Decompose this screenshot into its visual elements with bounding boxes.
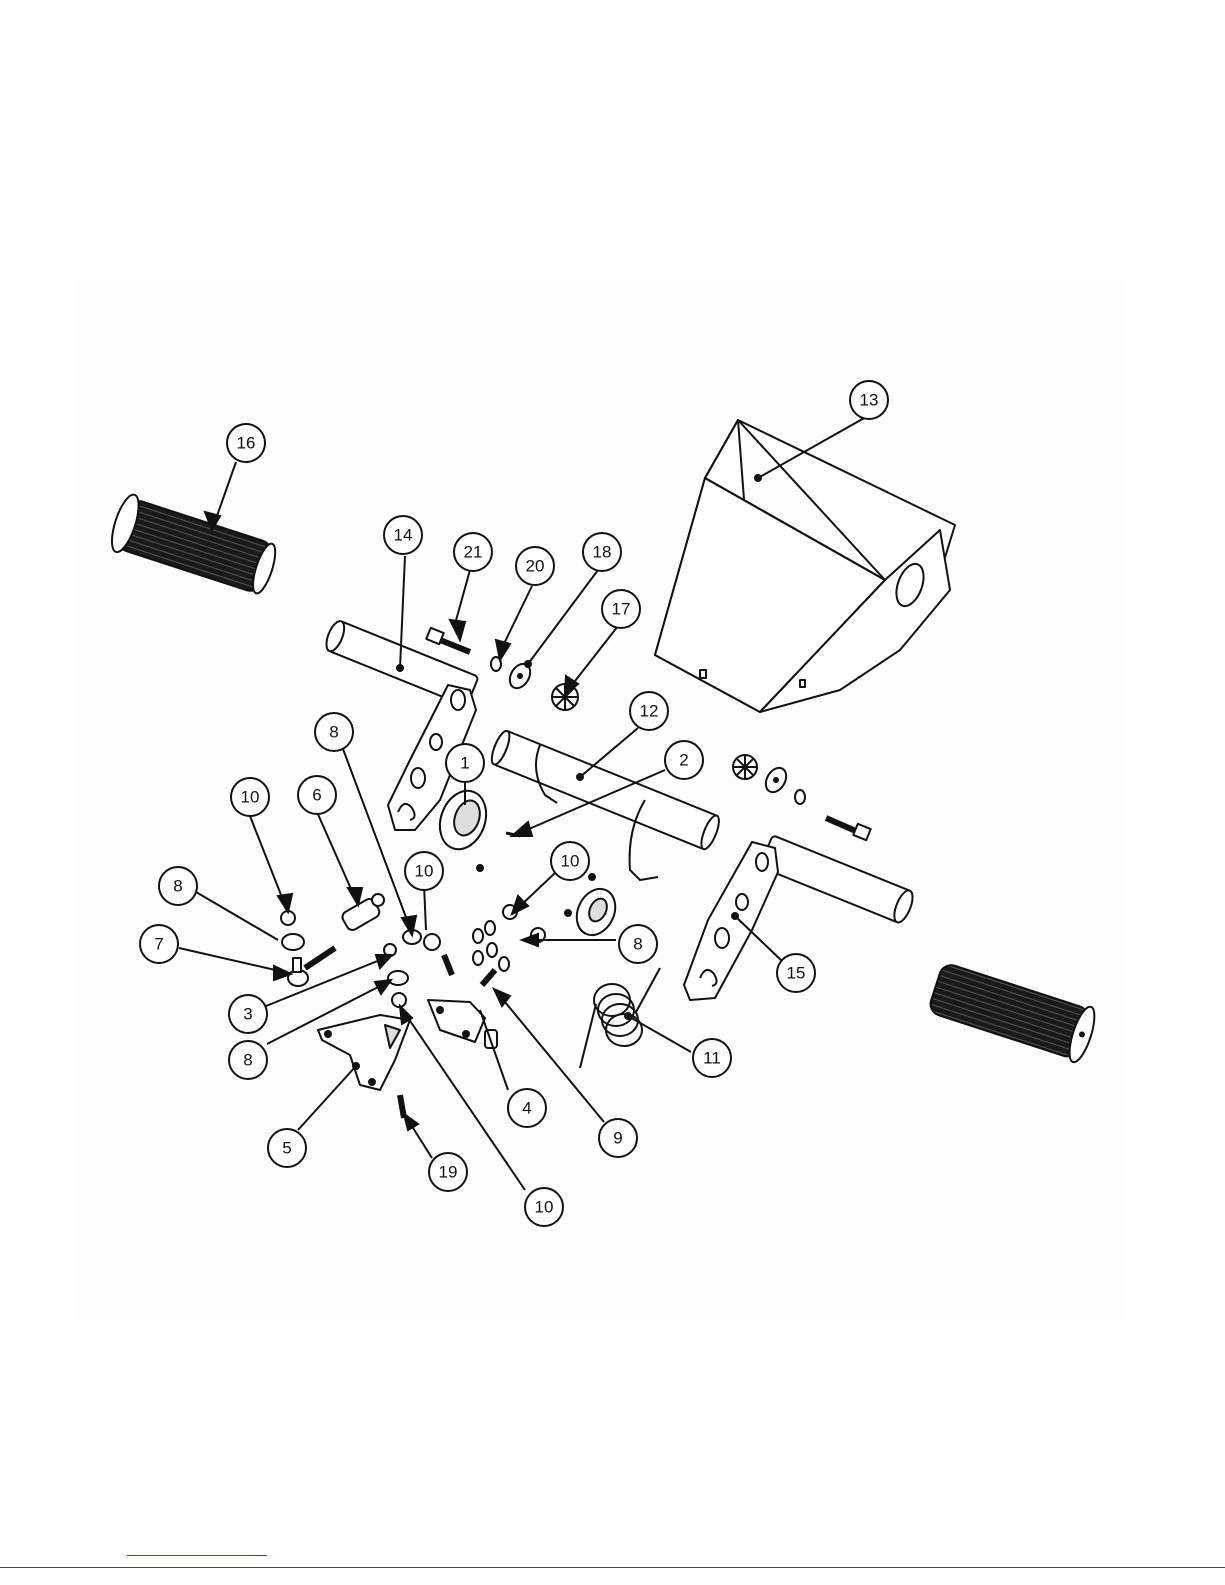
hex-nut-b — [424, 934, 440, 950]
washer-c — [388, 971, 408, 985]
callout-label: 10 — [415, 862, 434, 881]
callout-label: 6 — [312, 786, 321, 805]
callout-10: 10 — [551, 842, 589, 880]
callout-12: 12 — [630, 692, 668, 730]
callout-label: 8 — [633, 935, 642, 954]
callout-label: 8 — [243, 1051, 252, 1070]
callout-label: 8 — [173, 877, 182, 896]
callout-label: 19 — [439, 1163, 458, 1182]
callout-20: 20 — [516, 547, 554, 585]
callout-5: 5 — [268, 1129, 306, 1167]
pivot-bracket — [428, 1000, 497, 1048]
spacer-stack — [473, 921, 509, 971]
pivot-bolt — [482, 970, 495, 985]
washer-a — [282, 934, 304, 950]
left-handle-grip — [106, 492, 281, 600]
callout-17: 17 — [602, 590, 640, 628]
callout-8: 8 — [229, 1041, 267, 1079]
callout-2: 2 — [665, 741, 703, 779]
callout-label: 4 — [522, 1099, 531, 1118]
callout-19: 19 — [429, 1153, 467, 1191]
callout-18: 18 — [583, 533, 621, 571]
right-handle-grip — [927, 959, 1100, 1065]
torsion-spring — [580, 968, 660, 1068]
callout-label: 16 — [237, 434, 256, 453]
callout-label: 18 — [593, 543, 612, 562]
callout-label: 8 — [329, 723, 338, 742]
callout-label: 15 — [787, 964, 806, 983]
callout-label: 12 — [640, 702, 659, 721]
callout-label: 20 — [526, 557, 545, 576]
callout-label: 5 — [282, 1139, 291, 1158]
flat-washer-right — [762, 764, 791, 796]
callout-label: 2 — [679, 751, 688, 770]
callout-13: 13 — [850, 381, 888, 419]
lock-nut-right — [795, 790, 805, 804]
callout-label: 9 — [613, 1129, 622, 1148]
callout-label: 13 — [860, 391, 879, 410]
callout-10: 10 — [231, 778, 269, 816]
callout-label: 1 — [460, 754, 469, 773]
callout-label: 3 — [243, 1005, 252, 1024]
hex-bolt-upper — [426, 628, 470, 652]
callout-16: 16 — [227, 424, 265, 462]
short-bolt — [444, 955, 452, 975]
callout-8: 8 — [159, 867, 197, 905]
linkage-plate — [318, 1015, 410, 1090]
callout-label: 10 — [535, 1198, 554, 1217]
callout-10: 10 — [405, 852, 443, 890]
callout-14: 14 — [384, 516, 422, 554]
control-housing — [655, 420, 955, 712]
callout-label: 17 — [612, 600, 631, 619]
hex-bolt-right — [826, 818, 871, 840]
callout-8: 8 — [619, 925, 657, 963]
callout-label: 7 — [154, 935, 163, 954]
callout-10: 10 — [525, 1188, 563, 1226]
callout-11: 11 — [693, 1039, 731, 1077]
callout-15: 15 — [777, 954, 815, 992]
callout-label: 10 — [241, 788, 260, 807]
star-washer-right — [733, 755, 757, 779]
rod-end — [340, 894, 384, 932]
callout-7: 7 — [140, 925, 178, 963]
callout-label: 11 — [703, 1049, 721, 1068]
callout-4: 4 — [508, 1089, 546, 1127]
footer-rule — [0, 1567, 1225, 1568]
callout-6: 6 — [298, 776, 336, 814]
callout-label: 14 — [394, 526, 413, 545]
callout-9: 9 — [599, 1119, 637, 1157]
callout-1: 1 — [446, 744, 484, 782]
callout-label: 10 — [561, 852, 580, 871]
footer-link-underline[interactable] — [127, 1555, 267, 1556]
callout-3: 3 — [229, 995, 267, 1033]
callout-21: 21 — [454, 533, 492, 571]
cam-plate — [570, 883, 623, 942]
callout-8: 8 — [315, 713, 353, 751]
callout-label: 21 — [464, 543, 483, 562]
